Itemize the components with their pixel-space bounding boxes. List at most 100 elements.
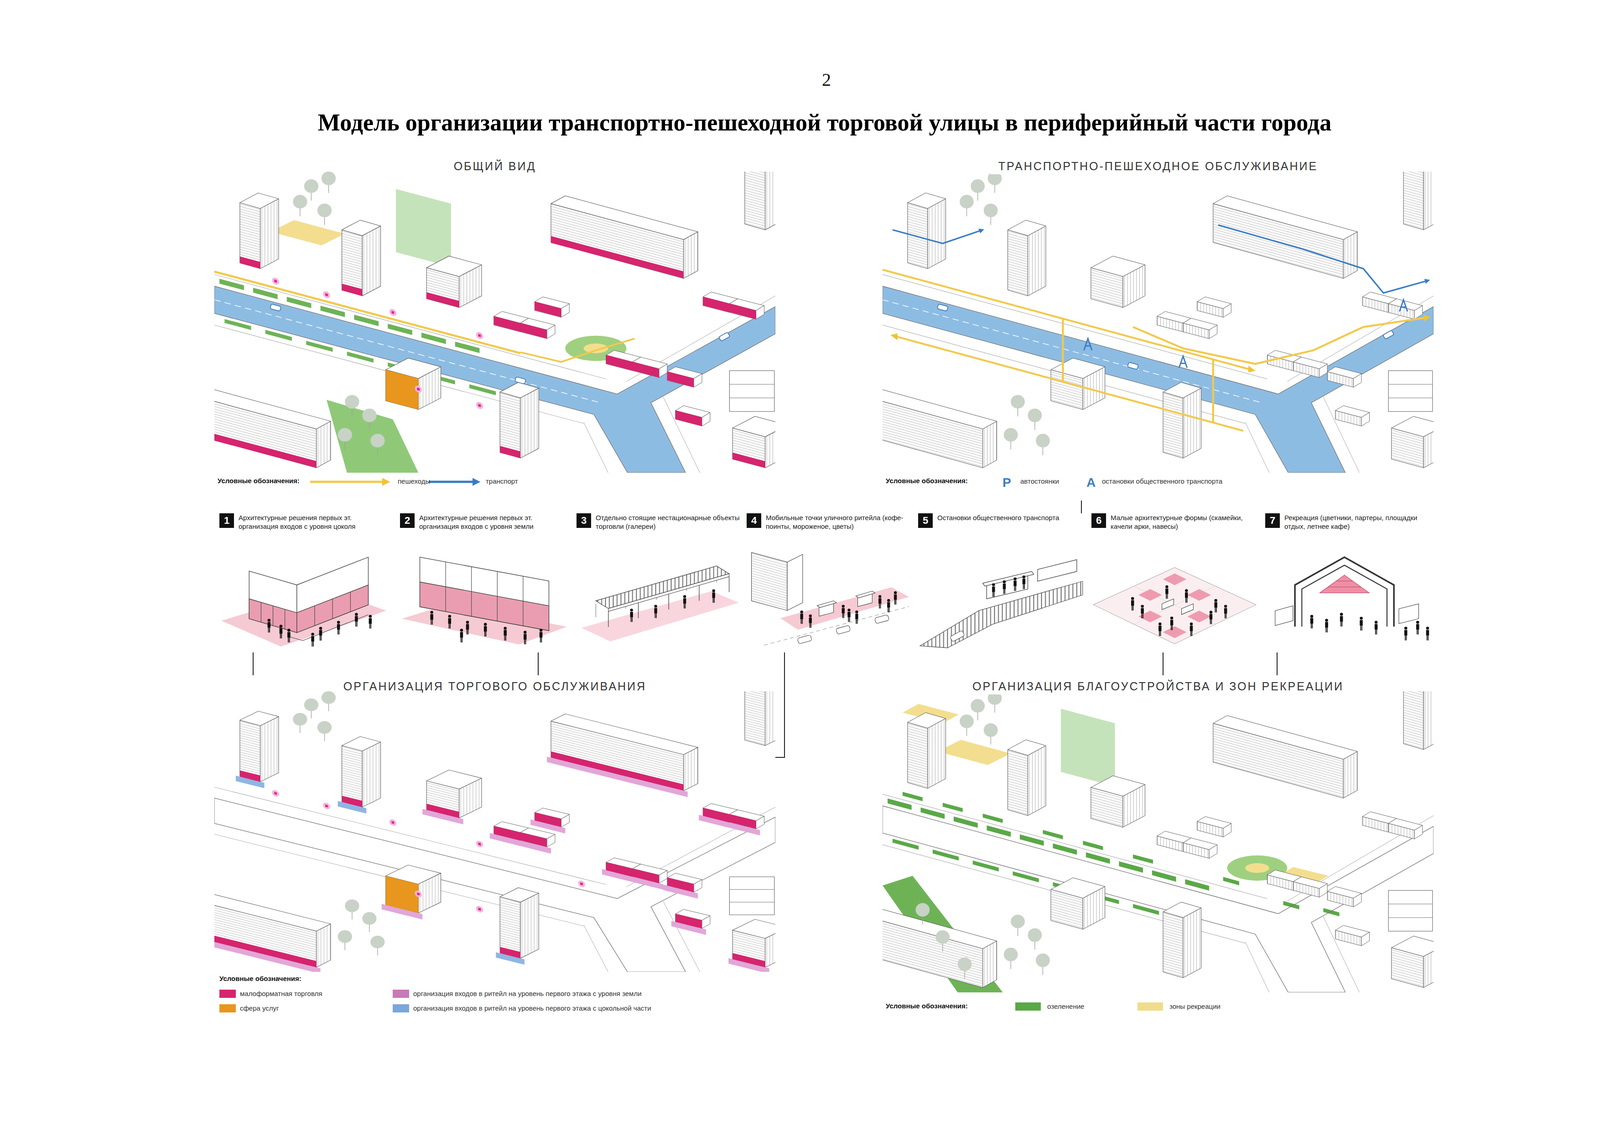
sketch-small-forms <box>1209 610 1213 624</box>
general-view-scene <box>667 371 694 388</box>
recreation-scene <box>915 902 930 925</box>
retail-scene <box>342 795 363 807</box>
sketch-recreation <box>1319 574 1370 593</box>
sketch-plinth-entry <box>368 614 373 629</box>
sketch-recreation <box>1327 586 1361 588</box>
sketch-recreation <box>1294 556 1394 627</box>
recreation-scene <box>942 802 963 812</box>
general-view-scene <box>325 292 328 297</box>
recreation-scene <box>1223 876 1240 885</box>
sketch-gallery <box>630 608 634 622</box>
sketch-gallery <box>638 602 639 619</box>
sketch-recreation <box>1310 614 1314 629</box>
legend-heading: Условные обозначения: <box>885 1001 968 1011</box>
sketch-ground-entry <box>401 556 567 645</box>
sketch-street-retail <box>836 624 851 634</box>
recreation-scene <box>1132 854 1154 864</box>
item-text-column: Архитектурные решения первых эт. организ… <box>419 513 569 531</box>
callout-number: 5 <box>918 513 933 528</box>
sketch-plinth-entry <box>272 605 274 626</box>
sketch-ground-entry <box>420 556 550 631</box>
sketch-recreation <box>1416 620 1420 634</box>
retail-scene <box>520 831 547 847</box>
general-view-scene <box>183 138 766 588</box>
sketch-small-forms <box>1158 622 1162 636</box>
retail-scene <box>534 811 562 827</box>
retail-scene <box>546 756 688 797</box>
sketch-plinth-entry <box>350 591 351 612</box>
panel-frame: ОРГАНИЗАЦИЯ БЛАГОУСТРОЙСТВА И ЗОН РЕКРЕА… <box>882 675 1434 1034</box>
retail-scene <box>183 927 317 967</box>
recreation-scene <box>972 860 999 872</box>
sketch-ground-entry <box>460 628 464 643</box>
legend-swatch <box>392 989 410 998</box>
retail-scene <box>235 775 525 965</box>
transport-scene <box>1399 299 1408 312</box>
legend-text: озеленение <box>1047 1001 1085 1011</box>
sketch-street-retail <box>878 594 882 608</box>
retail-scene <box>391 820 395 824</box>
sketch-small-forms <box>1189 622 1193 636</box>
sketch-small-forms <box>1163 573 1187 586</box>
sketch-small-forms <box>1133 586 1216 625</box>
general-view-scene <box>476 331 484 340</box>
general-view-scene <box>224 318 251 330</box>
panel-frame: ОБЩИЙ ВИД <box>214 158 776 501</box>
leader-line <box>1162 652 1164 676</box>
general-view-scene <box>729 303 756 320</box>
sketch-ground-entry <box>471 566 472 617</box>
sketch-ground-entry <box>445 561 524 626</box>
legend-text: организация входов в ритейл на уровень п… <box>413 988 642 998</box>
sketch-street-retail <box>847 608 851 622</box>
general-view-scene <box>395 188 452 267</box>
sketch-plinth-entry <box>314 605 315 626</box>
sketch-ground-entry <box>430 610 434 625</box>
leader-line <box>252 652 254 676</box>
item-caption: Архитектурные решения первых эт. организ… <box>419 513 569 531</box>
transport-scene <box>937 303 949 312</box>
sketch-small-forms <box>1184 588 1188 603</box>
general-view-scene <box>414 384 422 394</box>
sketch-small-forms <box>1187 588 1211 601</box>
general-view-scene <box>219 278 537 406</box>
sketch-gallery <box>581 566 739 642</box>
sketch-small-forms <box>1093 567 1256 644</box>
general-view-scene <box>306 340 333 352</box>
item-text-column: Остановки общественного транспорта <box>937 513 1085 522</box>
sketch-small-forms <box>1214 598 1217 613</box>
sketch-plinth-entry <box>249 571 297 633</box>
retail-scene <box>183 666 770 1086</box>
item-box: 1Архитектурные решения первых эт. органи… <box>219 513 389 653</box>
sketch-ground-entry <box>522 576 524 626</box>
retail-scene <box>274 791 583 936</box>
general-view-scene <box>534 301 562 318</box>
sketch-gallery <box>728 576 730 593</box>
recreation-scene <box>852 673 1446 993</box>
item-text-column: Малые архитектурные формы (скамейки, кач… <box>1110 513 1258 531</box>
sketch-recreation <box>1426 626 1430 640</box>
panel-frame: ТРАНСПОРТНО-ПЕШЕХОДНОЕ ОБСЛУЖИВАНИЕ <box>882 158 1434 501</box>
item-caption: Отдельно стоящие нестационарные объекты … <box>595 513 741 531</box>
retail-scene <box>325 804 328 808</box>
sketch-street-retail <box>855 610 858 624</box>
sketch-recreation <box>1301 565 1388 627</box>
sketch-street-retail <box>751 552 788 611</box>
sketch-ground-entry <box>539 628 543 643</box>
sketch-small-forms <box>1162 598 1175 610</box>
legend-text: автостоянки <box>1020 476 1060 486</box>
general-view-scene <box>270 219 345 245</box>
page-number: 2 <box>821 68 832 92</box>
recreation-scene <box>1082 840 1103 850</box>
sketch-small-forms <box>1187 610 1211 623</box>
item-caption: Малые архитектурные формы (скамейки, кач… <box>1110 513 1258 531</box>
legend-heading: Условные обозначения: <box>217 476 300 486</box>
leader-line <box>1080 500 1082 514</box>
legend-text: остановки общественного транспорта <box>1101 476 1223 486</box>
sketch-small-forms <box>1165 585 1169 599</box>
sketch-small-forms <box>1138 588 1163 601</box>
item-text-column: Архитектурные решения первых эт. организ… <box>238 513 389 531</box>
sketch-gallery <box>712 589 716 603</box>
retail-scene <box>550 751 684 791</box>
sketch-plinth-entry <box>354 612 359 627</box>
sketch-plinth-entry <box>337 620 341 635</box>
